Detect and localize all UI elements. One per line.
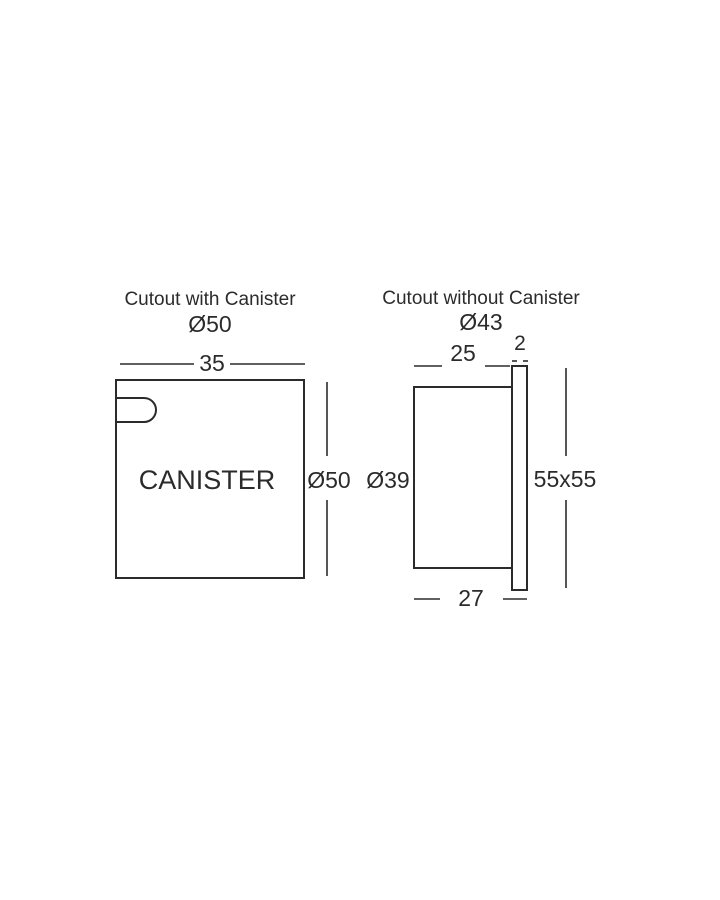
- left-height-dimension: Ø50: [307, 382, 351, 576]
- plate-size-dimension: 55x55: [534, 368, 597, 588]
- light-body: [413, 386, 513, 569]
- plate-thickness-dimension: 2: [512, 332, 528, 362]
- left-view-cutout-diameter: Ø50: [188, 311, 231, 337]
- left-view: Cutout with Canister Ø50 35 CANISTER Ø50: [115, 289, 351, 579]
- plate-size-dim-value: 55x55: [534, 466, 597, 492]
- right-view-cutout-diameter: Ø43: [459, 309, 502, 335]
- body-depth-dim-value: 25: [450, 340, 476, 366]
- left-view-title: Cutout with Canister: [124, 289, 296, 310]
- right-view-title: Cutout without Canister: [382, 288, 580, 309]
- plate-thickness-dim-value: 2: [514, 332, 526, 355]
- canister-body: [115, 379, 305, 579]
- face-plate: [511, 365, 528, 591]
- right-view: Cutout without Canister Ø43 25 2 Ø39 55x…: [366, 288, 596, 611]
- canister-tab: [116, 397, 157, 423]
- total-depth-dimension: 27: [414, 585, 527, 611]
- left-height-dim-value: Ø50: [307, 467, 350, 493]
- body-diameter-dim-value: Ø39: [366, 467, 409, 493]
- body-depth-dimension: 25: [414, 340, 510, 367]
- total-depth-dim-value: 27: [458, 585, 484, 611]
- left-width-dimension: 35: [120, 350, 305, 376]
- left-width-dim-value: 35: [199, 350, 225, 376]
- canister-label: CANISTER: [139, 465, 276, 495]
